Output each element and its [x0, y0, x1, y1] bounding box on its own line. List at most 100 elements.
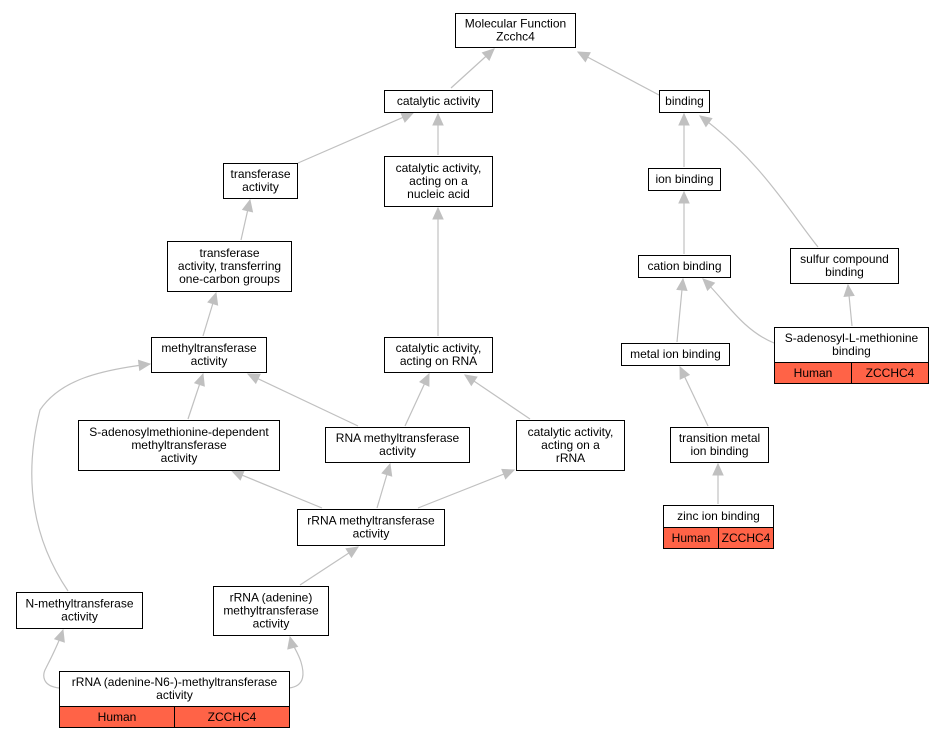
- arrowhead-icon: [345, 546, 360, 559]
- term-box: [670, 427, 769, 463]
- edge-catalytic-to-mf: [450, 48, 495, 89]
- term-label-line: methyltransferase: [131, 438, 227, 452]
- tag-label: Human: [794, 366, 833, 380]
- term-label-line: transferase: [230, 167, 290, 181]
- tag-cell: [174, 706, 290, 728]
- term-label-line: catalytic activity: [397, 94, 480, 108]
- go-term-sam_dependent[interactable]: S-adenosylmethionine-dependentmethyltran…: [78, 420, 280, 471]
- edge-line: [43, 629, 64, 689]
- arrowhead-icon: [676, 277, 688, 291]
- arrowhead-icon: [712, 462, 724, 476]
- edge-cat_rna-to-cat_nucleic: [432, 206, 444, 336]
- edge-line: [464, 374, 531, 420]
- term-box: [325, 427, 470, 463]
- edge-sam_binding-to-cation_binding: [702, 278, 775, 344]
- arrowhead-icon: [137, 359, 152, 372]
- tag-label: ZCCHC4: [208, 710, 257, 724]
- edge-line: [699, 115, 819, 248]
- go-term-cat_rna[interactable]: catalytic activity,acting on RNA: [384, 337, 493, 373]
- edge-cat_nucleic-to-catalytic: [432, 112, 444, 155]
- edge-rrna_n6-to-n_methyl: [43, 628, 65, 689]
- arrowhead-icon: [699, 115, 713, 128]
- term-label-line: ion binding: [690, 444, 748, 458]
- go-term-binding[interactable]: binding: [659, 90, 710, 113]
- term-label-line: acting on a: [541, 438, 600, 452]
- tag-cell: [851, 362, 929, 384]
- term-label-line: Zcchc4: [496, 30, 535, 44]
- term-box: [516, 420, 625, 471]
- term-label-line: cation binding: [647, 259, 721, 273]
- term-label-line: activity, transferring: [178, 259, 281, 273]
- term-label-line: acting on RNA: [400, 354, 477, 368]
- arrowhead-icon: [576, 51, 591, 63]
- edge-rna_methyl-to-methyltransferase: [246, 373, 359, 427]
- term-label-line: catalytic activity,: [528, 425, 614, 439]
- term-box: [59, 671, 290, 707]
- term-label-line: RNA methyltransferase: [336, 431, 460, 445]
- edge-rrna_n6-to-rrna_adenine: [287, 635, 304, 689]
- edge-rrna_methyl-to-cat_rrna: [417, 468, 516, 509]
- term-label-line: binding: [832, 344, 871, 358]
- arrowhead-icon: [53, 628, 65, 643]
- arrowhead-icon: [501, 468, 516, 480]
- edge-ion_binding-to-binding: [678, 112, 690, 167]
- term-label-line: binding: [825, 265, 864, 279]
- go-term-cation_binding[interactable]: cation binding: [638, 255, 731, 278]
- term-label-line: sulfur compound: [800, 252, 889, 266]
- arrowhead-icon: [843, 283, 855, 297]
- arrowhead-icon: [481, 48, 495, 62]
- term-box: [638, 255, 731, 278]
- term-label-line: Molecular Function: [465, 17, 566, 31]
- tag-label: ZCCHC4: [722, 531, 771, 545]
- term-label-line: rRNA: [556, 451, 585, 465]
- term-label-line: activity: [353, 527, 390, 541]
- go-term-ion_binding[interactable]: ion binding: [648, 168, 721, 191]
- edge-transferase-to-catalytic: [297, 112, 415, 164]
- term-label-line: N-methyltransferase: [25, 597, 133, 611]
- term-label-line: activity: [156, 688, 193, 702]
- edge-methyltransferase-to-transf_carbon: [202, 291, 219, 337]
- term-label-line: S-adenosyl-L-methionine: [785, 331, 919, 345]
- edge-n_methyl-to-methyltransferase: [31, 359, 152, 592]
- go-term-rrna_n6[interactable]: rRNA (adenine-N6-)-methyltransferaseacti…: [59, 671, 290, 728]
- arrowhead-icon: [678, 190, 690, 204]
- term-label-line: activity: [61, 610, 98, 624]
- term-box: [659, 90, 710, 113]
- edge-transition_metal-to-metal_ion: [679, 365, 709, 427]
- term-label-line: methyltransferase: [161, 341, 257, 355]
- arrowhead-icon: [679, 365, 691, 380]
- edge-cation_binding-to-ion_binding: [678, 190, 690, 254]
- tag-cell: [718, 527, 774, 549]
- edges-layer: [31, 48, 855, 689]
- edge-line: [577, 51, 660, 96]
- gene-tag: ZCCHC4: [174, 706, 290, 728]
- edge-line: [299, 546, 359, 586]
- edge-binding-to-mf: [576, 51, 660, 96]
- term-box: [384, 90, 493, 113]
- species-tag: Human: [663, 527, 719, 549]
- go-term-catalytic[interactable]: catalytic activity: [384, 90, 493, 113]
- term-box: [774, 327, 929, 363]
- term-label-line: catalytic activity,: [396, 161, 482, 175]
- term-box: [621, 343, 730, 366]
- edge-rna_methyl-to-cat_rna: [404, 372, 430, 427]
- edge-line: [231, 470, 323, 509]
- go-term-metal_ion[interactable]: metal ion binding: [621, 343, 730, 366]
- edge-metal_ion-to-cation_binding: [676, 277, 688, 343]
- species-tag: Human: [59, 706, 175, 728]
